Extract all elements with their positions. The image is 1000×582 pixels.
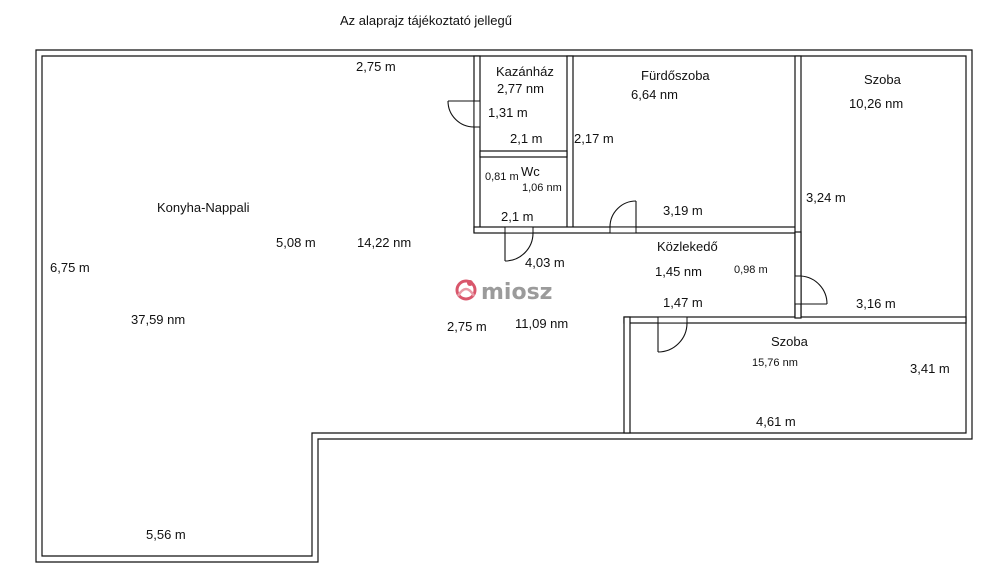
door-szoba-2	[657, 316, 688, 353]
dim-szoba1-left: 3,24 m	[806, 190, 846, 205]
area-kazanhaz: 2,77 nm	[497, 81, 544, 96]
door-furdoszoba	[609, 200, 637, 234]
area-szoba-2: 15,76 nm	[752, 357, 798, 369]
dim-living-left: 6,75 m	[50, 260, 90, 275]
room-name-szoba-1: Szoba	[864, 72, 902, 87]
dim-wc-left: 0,81 m	[485, 171, 519, 183]
outer-walls	[35, 49, 973, 563]
room-name-szoba-2: Szoba	[771, 334, 809, 349]
dim-szoba2-right: 3,41 m	[910, 361, 950, 376]
area-konyha-nappali: 37,59 nm	[131, 312, 185, 327]
dim-hall-right: 0,98 m	[734, 264, 768, 276]
room-name-kazanhaz: Kazánház	[496, 64, 554, 79]
dim-top-living: 2,75 m	[356, 59, 396, 74]
dim-bath-bottom: 3,19 m	[663, 203, 703, 218]
area-szoba-1: 10,26 nm	[849, 96, 903, 111]
dim-szoba1-bottom: 3,16 m	[856, 296, 896, 311]
area-kozlekedo: 1,45 nm	[655, 264, 702, 279]
watermark-text: miosz	[481, 280, 552, 305]
dim-hall-bottom: 1,47 m	[663, 295, 703, 310]
room-name-kozlekedo: Közlekedő	[657, 239, 718, 254]
dim-wc-bottom: 2,1 m	[501, 209, 534, 224]
dim-hall-top: 4,03 m	[525, 255, 565, 270]
area-furdoszoba: 6,64 nm	[631, 87, 678, 102]
dim-living-bottom: 5,56 m	[146, 527, 186, 542]
doors	[447, 100, 828, 353]
room-name-wc: Wc	[521, 164, 540, 179]
door-szoba-1	[794, 275, 828, 305]
dim-living-mid: 5,08 m	[276, 235, 316, 250]
watermark-logo: miosz	[455, 279, 552, 305]
dim-szoba2-bottom: 4,61 m	[756, 414, 796, 429]
room-name-konyha-nappali: Konyha-Nappali	[157, 200, 250, 215]
plan-disclaimer: Az alaprajz tájékoztató jellegű	[340, 13, 512, 28]
area-living-section-2: 14,22 nm	[357, 235, 411, 250]
room-name-furdoszoba: Fürdőszoba	[641, 68, 710, 83]
door-kozlekedo	[504, 226, 534, 262]
area-living-section-3: 11,09 nm	[515, 316, 568, 331]
dim-living-center: 2,75 m	[447, 319, 487, 334]
door-kazanhaz	[447, 100, 481, 128]
dim-kazan-bottom: 2,1 m	[510, 131, 543, 146]
dim-bath-left: 2,17 m	[574, 131, 614, 146]
area-wc: 1,06 nm	[522, 182, 562, 194]
dim-kazan-left: 1,31 m	[488, 105, 528, 120]
